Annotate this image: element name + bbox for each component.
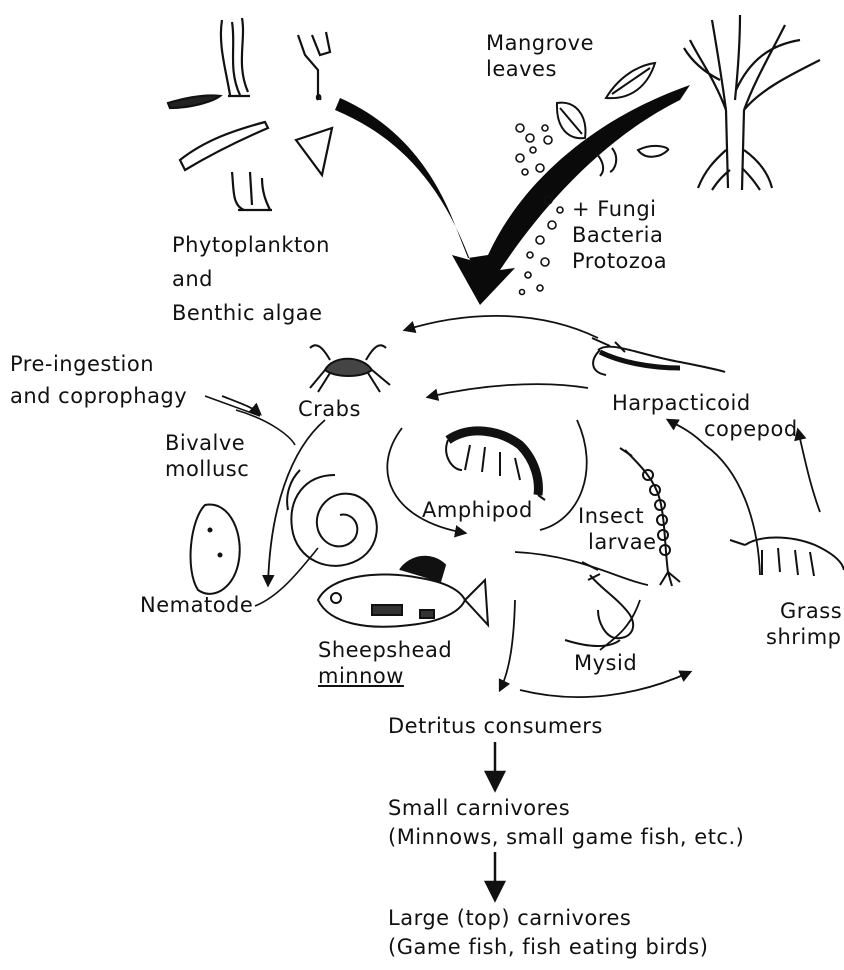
trophic-arrows (486, 742, 504, 900)
algae-icon (168, 18, 332, 210)
bivalve-icon (191, 505, 240, 594)
copepod-icon (592, 338, 725, 375)
label-mangrove-leaves: Mangrove leaves (486, 30, 594, 82)
trophic-level-large-carnivores-examples: (Game fish, fish eating birds) (388, 934, 708, 960)
mysid-icon (565, 562, 633, 646)
label-fungi-bacteria-protozoa: + Fungi Bacteria Protozoa (572, 196, 667, 274)
label-sheepshead-minnow: Sheepshead minnow (318, 637, 452, 689)
trophic-level-large-carnivores: Large (top) carnivores (388, 905, 631, 931)
label-amphipod: Amphipod (422, 497, 533, 523)
label-crabs: Crabs (298, 396, 361, 422)
amphipod-icon (446, 431, 545, 500)
fish-icon (318, 557, 488, 627)
crab-icon (310, 345, 390, 392)
label-insect-larvae: Insect larvae (578, 503, 657, 555)
label-bivalve-mollusc: Bivalve mollusc (165, 430, 249, 482)
mangrove-tree-icon (684, 15, 820, 190)
trophic-level-small-carnivores: Small carnivores (388, 795, 570, 821)
label-harpacticoid-copepod: Harpacticoid copepod (612, 390, 798, 442)
nematode-icon (287, 470, 377, 566)
label-nematode: Nematode (140, 592, 253, 618)
label-preingestion: Pre-ingestion and coprophagy (10, 348, 187, 412)
trophic-level-small-carnivores-examples: (Minnows, small game fish, etc.) (388, 824, 744, 850)
label-phytoplankton: Phytoplankton and Benthic algae (172, 228, 330, 330)
pointer-lines (205, 396, 318, 606)
shrimp-icon (730, 538, 844, 577)
label-grass-shrimp: Grass shrimp (766, 598, 842, 650)
trophic-level-detritus: Detritus consumers (388, 713, 603, 739)
label-mysid: Mysid (574, 650, 637, 676)
